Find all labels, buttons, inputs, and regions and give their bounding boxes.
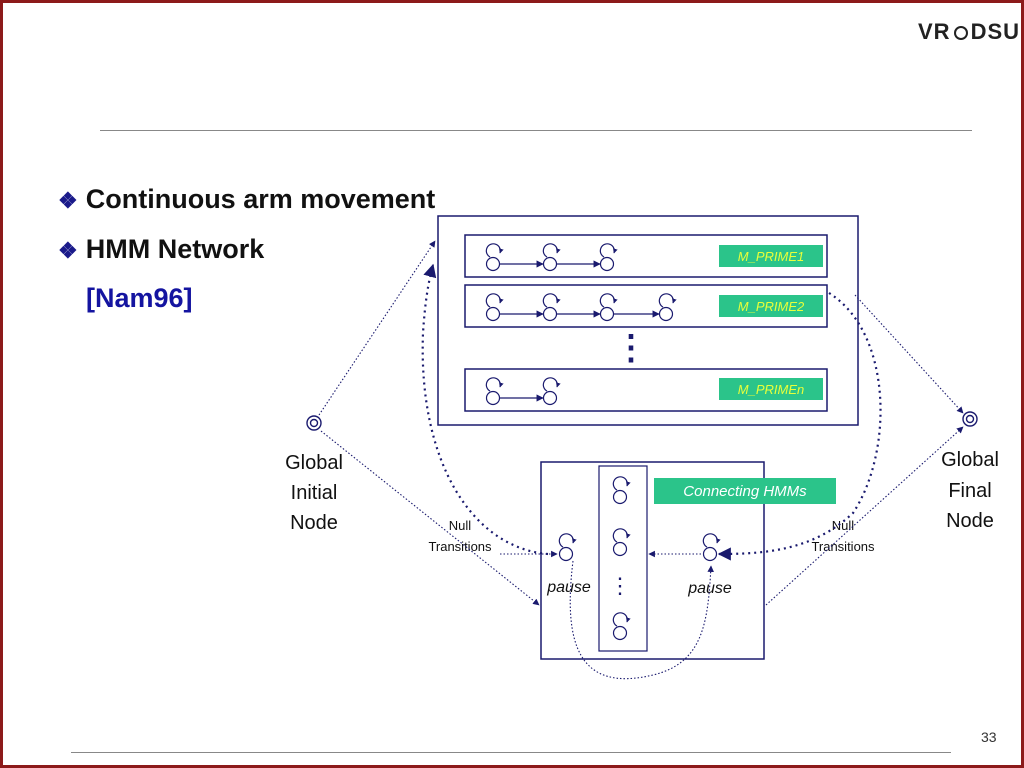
vr-dsu-logo: VR DSU (918, 19, 1020, 45)
pause-label-left: pause (546, 579, 591, 596)
top-divider (100, 130, 972, 131)
null-transitions-right-1: Null (832, 518, 855, 533)
global-initial-label-3: Node (290, 512, 338, 534)
diamond-bullet-icon: ❖ (58, 238, 78, 263)
logo-text-right: DSU (970, 19, 1021, 44)
hmm-label-n-bg (719, 378, 823, 400)
connecting-hmms-label: Connecting HMMs (683, 483, 807, 500)
global-final-node-icon (962, 411, 978, 427)
null-transitions-right-2: Transitions (811, 539, 875, 554)
reference-citation: [Nam96] (86, 283, 193, 313)
global-initial-label-1: Global (285, 452, 343, 474)
hmm-label-n: M_PRIMEn (738, 382, 804, 397)
logo-dot-icon (953, 26, 968, 41)
bullet-text: HMM Network (85, 234, 265, 264)
global-final-label-3: Node (946, 510, 994, 532)
connecting-states (558, 476, 721, 641)
logo-text-left: VR (918, 19, 951, 44)
connecting-states-column (598, 465, 648, 652)
pause-label-right: pause (687, 580, 732, 597)
connecting-ellipsis: ⋮ (609, 573, 631, 598)
bullet-text: Continuous arm movement (85, 184, 436, 214)
hmm-network-diagram: M_PRIME1 M_PRIME2 M_PRIMEn ⋮ ⋮ Connectin… (285, 215, 999, 680)
page-number: 33 (981, 729, 997, 745)
hmm-label-2: M_PRIME2 (738, 299, 805, 314)
global-final-label-1: Global (941, 449, 999, 471)
hmm-row-2-states (485, 293, 677, 322)
diamond-bullet-icon: ❖ (58, 188, 78, 213)
hmm-row-n-box (464, 368, 828, 412)
connecting-hmm-box (540, 461, 765, 660)
hmm-label-2-bg (719, 295, 823, 317)
hmm-row-1-states (485, 243, 618, 272)
bullet-hmm-network: ❖ HMM Network (58, 234, 264, 265)
hmm-label-1: M_PRIME1 (738, 249, 804, 264)
hmm-container-box (437, 215, 859, 426)
global-final-label-2: Final (948, 480, 991, 502)
hmm-row-1-box (464, 234, 828, 278)
bullet-continuous-arm-movement: ❖ Continuous arm movement (58, 184, 435, 215)
null-transitions-left-1: Null (449, 518, 472, 533)
bold-dotted-arcs (421, 263, 882, 561)
hmm-label-1-bg (719, 245, 823, 267)
hmm-row-n-states (485, 377, 561, 406)
global-initial-label-2: Initial (291, 482, 338, 504)
bottom-divider (71, 752, 951, 753)
global-initial-node-icon (306, 415, 322, 431)
dotted-transitions (318, 240, 964, 680)
null-transitions-left-2: Transitions (428, 539, 492, 554)
hmm-ellipsis: ⋮ (614, 329, 648, 367)
hmm-row-2-box (464, 284, 828, 328)
connecting-hmms-label-bg (654, 478, 836, 504)
